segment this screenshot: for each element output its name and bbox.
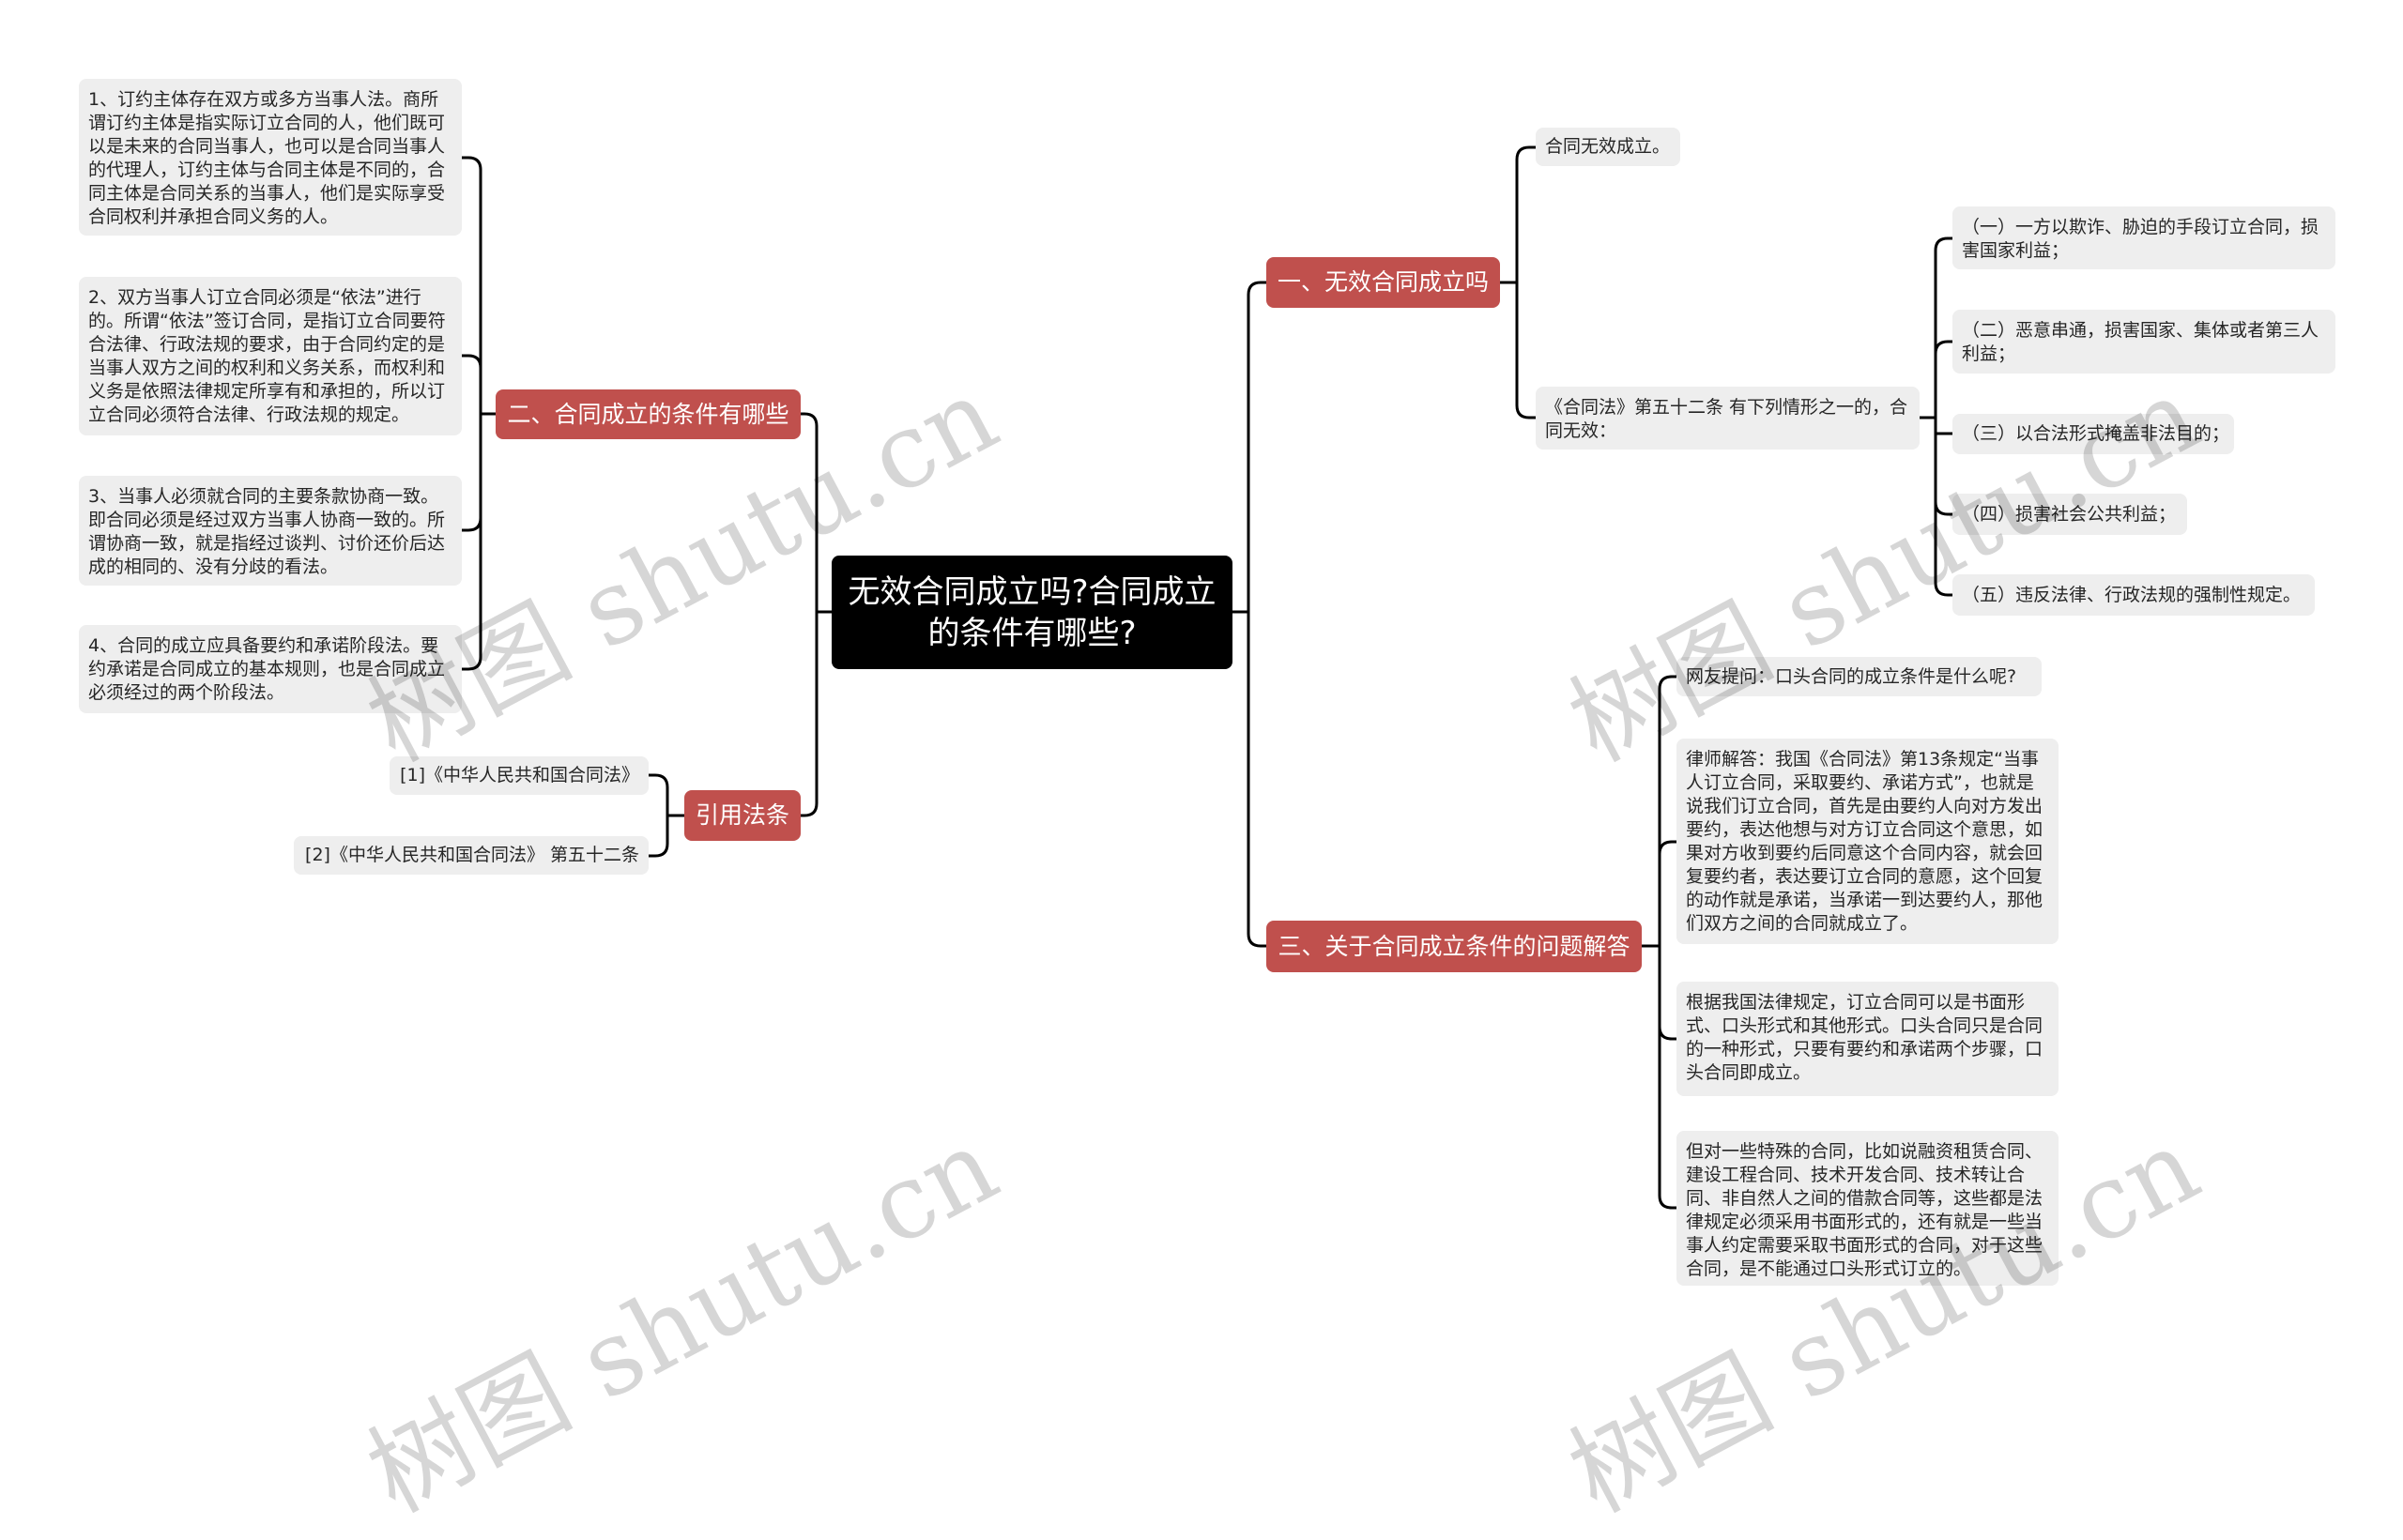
- qa-note-oral-form[interactable]: 根据我国法律规定，订立合同可以是书面形式、口头形式和其他形式。口头合同只是合同的…: [1676, 982, 2059, 1096]
- qa-note-oral-form-text: 根据我国法律规定，订立合同可以是书面形式、口头形式和其他形式。口头合同只是合同的…: [1686, 992, 2043, 1083]
- condition-item-1-text: 1、订约主体存在双方或多方当事人法。商所谓订约主体是指实际订立合同的人，他们既可…: [88, 89, 446, 227]
- article-52-item-1[interactable]: （一）一方以欺诈、胁迫的手段订立合同，损害国家利益；: [1952, 206, 2335, 269]
- condition-item-2[interactable]: 2、双方当事人订立合同必须是“依法”进行的。所谓“依法”签订合同，是指订立合同要…: [79, 277, 462, 435]
- article-52-item-5-text: （五）违反法律、行政法规的强制性规定。: [1962, 584, 2302, 605]
- root-topic-text: 无效合同成立吗?合同成立的条件有哪些?: [848, 572, 1217, 652]
- invalid-answer-text: 合同无效成立。: [1545, 136, 1671, 157]
- qa-question[interactable]: 网友提问：口头合同的成立条件是什么呢?: [1676, 657, 2042, 696]
- qa-answer[interactable]: 律师解答：我国《合同法》第13条规定“当事人订立合同，采取要约、承诺方式”，也就…: [1676, 739, 2059, 944]
- condition-item-4[interactable]: 4、合同的成立应具备要约和承诺阶段法。要约承诺是合同成立的基本规则，也是合同成立…: [79, 625, 462, 713]
- article-52-text: 《合同法》第五十二条 有下列情形之一的，合同无效：: [1545, 397, 1908, 441]
- article-52-item-5[interactable]: （五）违反法律、行政法规的强制性规定。: [1952, 574, 2315, 616]
- article-52-item-4[interactable]: （四）损害社会公共利益；: [1952, 494, 2187, 535]
- branch-invalid-contract-label: 一、无效合同成立吗: [1278, 268, 1490, 296]
- article-52-item-1-text: （一）一方以欺诈、胁迫的手段订立合同，损害国家利益；: [1962, 217, 2319, 261]
- condition-item-3[interactable]: 3、当事人必须就合同的主要条款协商一致。即合同必须是经过双方当事人协商一致的。所…: [79, 476, 462, 586]
- citation-item-1[interactable]: [1]《中华人民共和国合同法》: [390, 756, 649, 795]
- qa-question-text: 网友提问：口头合同的成立条件是什么呢?: [1686, 665, 2017, 687]
- qa-note-written-form-text: 但对一些特殊的合同，比如说融资租赁合同、建设工程合同、技术开发合同、技术转让合同…: [1686, 1141, 2043, 1279]
- qa-answer-text: 律师解答：我国《合同法》第13条规定“当事人订立合同，采取要约、承诺方式”，也就…: [1686, 749, 2043, 934]
- branch-conditions-label: 二、合同成立的条件有哪些: [507, 400, 789, 428]
- root-topic[interactable]: 无效合同成立吗?合同成立的条件有哪些?: [832, 556, 1232, 669]
- citation-item-2[interactable]: [2]《中华人民共和国合同法》 第五十二条: [294, 836, 649, 875]
- article-52-item-3[interactable]: （三）以合法形式掩盖非法目的；: [1952, 414, 2234, 454]
- article-52-item-3-text: （三）以合法形式掩盖非法目的；: [1962, 423, 2230, 444]
- branch-qa-label: 三、关于合同成立条件的问题解答: [1278, 932, 1630, 960]
- citation-item-1-text: [1]《中华人民共和国合同法》: [400, 765, 639, 785]
- article-52[interactable]: 《合同法》第五十二条 有下列情形之一的，合同无效：: [1536, 387, 1920, 450]
- condition-item-2-text: 2、双方当事人订立合同必须是“依法”进行的。所谓“依法”签订合同，是指订立合同要…: [88, 287, 446, 425]
- mind-map-canvas: 无效合同成立吗?合同成立的条件有哪些? 二、合同成立的条件有哪些 1、订约主体存…: [79, 79, 2335, 1535]
- article-52-item-2[interactable]: （二）恶意串通，损害国家、集体或者第三人利益；: [1952, 310, 2335, 374]
- article-52-item-4-text: （四）损害社会公共利益；: [1962, 503, 2177, 525]
- qa-note-written-form[interactable]: 但对一些特殊的合同，比如说融资租赁合同、建设工程合同、技术开发合同、技术转让合同…: [1676, 1131, 2059, 1286]
- condition-item-3-text: 3、当事人必须就合同的主要条款协商一致。即合同必须是经过双方当事人协商一致的。所…: [88, 486, 446, 577]
- branch-qa[interactable]: 三、关于合同成立条件的问题解答: [1266, 921, 1642, 972]
- branch-citations-label: 引用法条: [696, 801, 790, 829]
- article-52-item-2-text: （二）恶意串通，损害国家、集体或者第三人利益；: [1962, 320, 2319, 364]
- condition-item-4-text: 4、合同的成立应具备要约和承诺阶段法。要约承诺是合同成立的基本规则，也是合同成立…: [88, 635, 446, 703]
- branch-citations[interactable]: 引用法条: [684, 790, 801, 841]
- invalid-answer[interactable]: 合同无效成立。: [1536, 128, 1680, 166]
- condition-item-1[interactable]: 1、订约主体存在双方或多方当事人法。商所谓订约主体是指实际订立合同的人，他们既可…: [79, 79, 462, 236]
- branch-conditions[interactable]: 二、合同成立的条件有哪些: [496, 389, 801, 439]
- watermark: 树图 shutu.cn: [349, 1105, 1016, 1535]
- branch-invalid-contract[interactable]: 一、无效合同成立吗: [1266, 257, 1500, 308]
- citation-item-2-text: [2]《中华人民共和国合同法》 第五十二条: [305, 845, 639, 865]
